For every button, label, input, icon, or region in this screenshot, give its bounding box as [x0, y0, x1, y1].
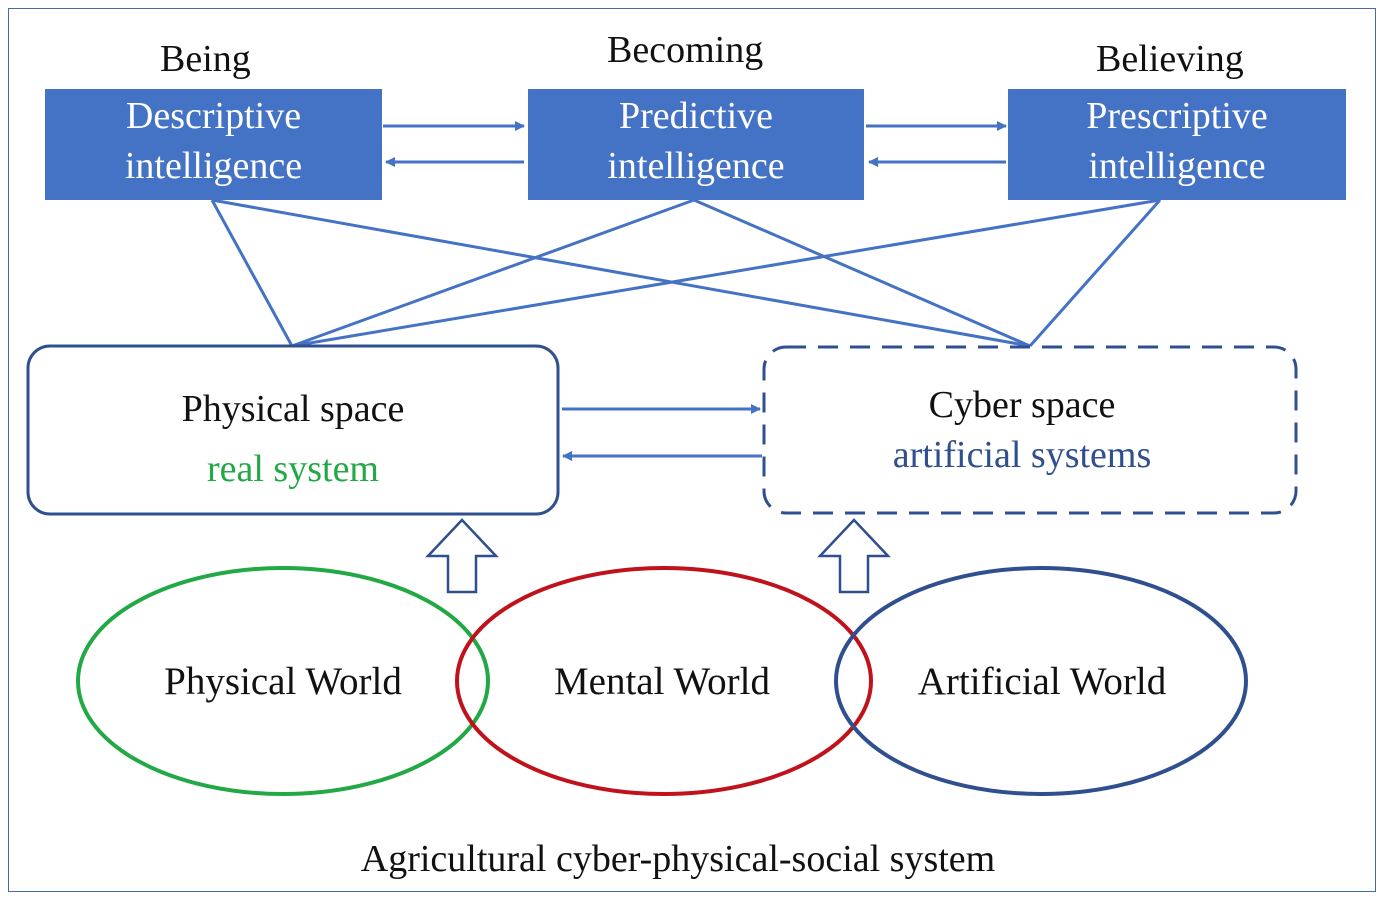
line-predictive-physical: [291, 198, 695, 348]
artificial-world-ellipse: [834, 566, 1248, 796]
physical-world-ellipse: [76, 566, 490, 796]
descriptive-intelligence-box: Descriptive intelligence: [45, 89, 382, 200]
diagram-frame: [8, 8, 1376, 892]
mental-world-ellipse: [455, 566, 873, 796]
diagram-caption: Agricultural cyber-physical-social syste…: [360, 838, 996, 880]
heading-being: Being: [160, 38, 251, 80]
physical-space-subtitle: real system: [206, 448, 379, 490]
prescriptive-line2: intelligence: [1088, 145, 1266, 187]
physical-space-title: Physical space: [181, 388, 405, 430]
line-predictive-cyber: [693, 198, 1031, 348]
mental-world-label: Mental World: [553, 660, 771, 703]
artificial-world-label: Artificial World: [917, 660, 1167, 703]
line-prescriptive-cyber: [1028, 199, 1162, 347]
physical-world-label: Physical World: [164, 660, 402, 703]
heading-believing: Believing: [1096, 38, 1244, 80]
descriptive-line2: intelligence: [124, 145, 303, 187]
cyber-space-subtitle: artificial systems: [892, 434, 1152, 476]
up-arrow-physical: [425, 518, 499, 594]
predictive-intelligence-box: Predictive intelligence: [528, 89, 864, 200]
line-descriptive-physical: [210, 199, 294, 347]
heading-becoming: Becoming: [607, 29, 764, 71]
physical-space-box: [26, 344, 560, 516]
descriptive-line1: Descriptive: [125, 95, 302, 137]
up-arrow-cyber: [817, 518, 891, 594]
predictive-line1: Predictive: [618, 95, 774, 137]
cyber-space-box: [762, 345, 1298, 515]
predictive-line2: intelligence: [607, 145, 785, 187]
prescriptive-line1: Prescriptive: [1086, 95, 1268, 137]
connection-lines: [210, 198, 1162, 348]
cyber-space-title: Cyber space: [928, 384, 1116, 426]
line-prescriptive-physical: [291, 198, 1161, 348]
prescriptive-intelligence-box: Prescriptive intelligence: [1008, 89, 1346, 200]
line-descriptive-cyber: [211, 198, 1031, 348]
